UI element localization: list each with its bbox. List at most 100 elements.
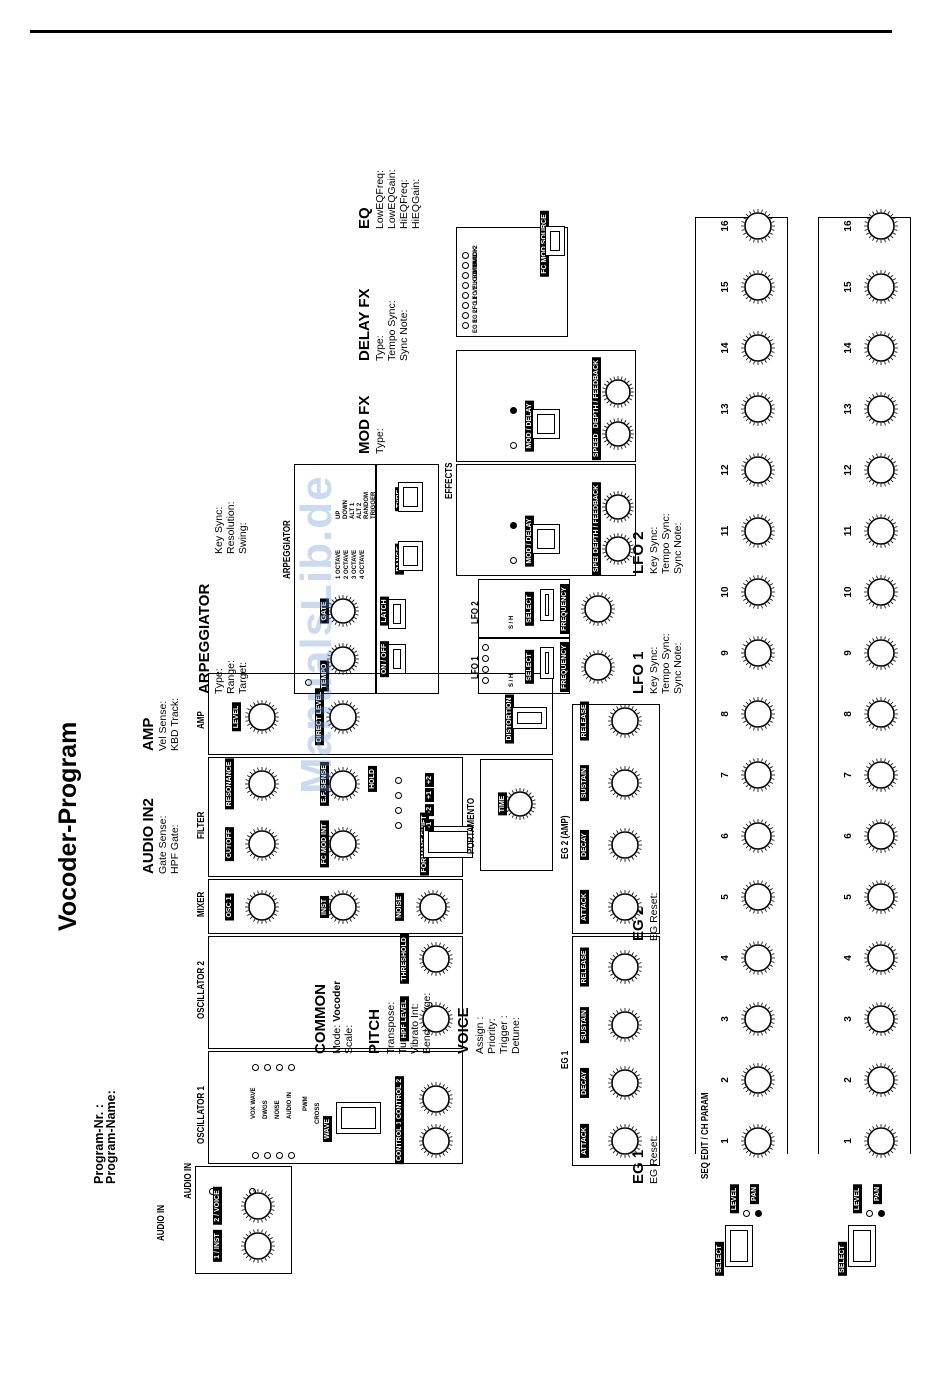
osc1-pwm-label: PWM: [303, 1096, 309, 1111]
ef-sense-knob[interactable]: [325, 766, 361, 802]
seq-step-knob[interactable]: [740, 1062, 776, 1098]
inst-knob[interactable]: [240, 1228, 276, 1264]
fx1-speed-knob[interactable]: [601, 532, 635, 566]
threshold-knob[interactable]: [418, 941, 454, 977]
arp-type-option: TRIGGER: [371, 491, 377, 519]
seq-step-knob[interactable]: [863, 635, 899, 671]
audio-in2-line: Gate Sense:: [157, 815, 169, 874]
mixer-osc1-knob[interactable]: [244, 889, 280, 925]
distortion-button[interactable]: [512, 707, 547, 729]
seq-step-knob[interactable]: [740, 635, 776, 671]
arp-range-button[interactable]: [398, 541, 423, 571]
seq-step-knob[interactable]: [740, 1001, 776, 1037]
seq-step-knob[interactable]: [740, 879, 776, 915]
lfo1-line: Sync Note:: [672, 642, 684, 694]
hpf-level-knob[interactable]: [418, 1001, 454, 1037]
amp-level-label: LEVEL: [232, 702, 241, 732]
lfo1-select-button[interactable]: [540, 647, 554, 679]
eg2-release-knob[interactable]: [607, 703, 643, 739]
seq-step-knob[interactable]: [740, 940, 776, 976]
lfo1-title: LFO 1: [470, 656, 481, 679]
control1-knob[interactable]: [418, 1123, 454, 1159]
fx1-button[interactable]: [532, 524, 560, 554]
arp-latch-button[interactable]: [388, 599, 406, 629]
eq-line: LowEQFreq:: [374, 170, 386, 229]
eg2-panel-title: EG 2 (AMP): [560, 815, 571, 859]
arp-gate-knob[interactable]: [326, 594, 360, 628]
portamento-time-knob[interactable]: [503, 787, 537, 821]
fc-mod-source-button[interactable]: [545, 226, 565, 256]
seq-step-knob[interactable]: [863, 208, 899, 244]
seq-step-knob[interactable]: [863, 879, 899, 915]
seq-step-knob[interactable]: [740, 696, 776, 732]
eg1-decay-knob[interactable]: [607, 1065, 643, 1101]
control2-knob[interactable]: [418, 1081, 454, 1117]
arp-onoff-button[interactable]: [388, 644, 406, 674]
seq-select-button[interactable]: [725, 1225, 753, 1267]
arp-type-button[interactable]: [398, 482, 423, 512]
seq-step-knob[interactable]: [863, 757, 899, 793]
seq-level-label: LEVEL: [730, 1184, 739, 1214]
eq-line: LowEQGain:: [386, 169, 398, 229]
eg1-panel-title: EG 1: [560, 1050, 571, 1069]
mixer-inst-knob[interactable]: [325, 889, 361, 925]
seq-step-knob[interactable]: [740, 269, 776, 305]
lfo1-frequency-knob[interactable]: [580, 649, 616, 685]
seq-step-knob[interactable]: [863, 940, 899, 976]
fx2-depth-knob[interactable]: [601, 375, 635, 409]
voice-knob[interactable]: [240, 1188, 276, 1224]
fx1-depth-knob[interactable]: [601, 490, 635, 524]
cutoff-knob[interactable]: [244, 826, 280, 862]
seq-step-knob[interactable]: [863, 513, 899, 549]
eg1-release-knob[interactable]: [607, 949, 643, 985]
seq-step-knob[interactable]: [740, 757, 776, 793]
seq-step-knob[interactable]: [740, 818, 776, 854]
arp-tempo-knob[interactable]: [326, 642, 360, 676]
lfo2-line: Sync Note:: [672, 522, 684, 574]
seq-select-button[interactable]: [848, 1225, 876, 1267]
seq-step-knob[interactable]: [863, 452, 899, 488]
fx2-speed-knob[interactable]: [601, 417, 635, 451]
lfo2-frequency-knob[interactable]: [580, 591, 616, 627]
seq-step-knob[interactable]: [863, 330, 899, 366]
osc1-wave-button[interactable]: [336, 1102, 381, 1134]
seq-step-knob[interactable]: [863, 1001, 899, 1037]
fc-mod-int-knob[interactable]: [325, 826, 361, 862]
seq-step-knob[interactable]: [740, 1123, 776, 1159]
eg2-attack-knob[interactable]: [607, 889, 643, 925]
mixer-noise-knob[interactable]: [415, 889, 451, 925]
eg2-sustain-label: SUSTAIN: [580, 764, 589, 802]
seq-step-knob[interactable]: [863, 574, 899, 610]
seq-step-knob[interactable]: [863, 391, 899, 427]
seq-step-knob[interactable]: [740, 452, 776, 488]
amp-level-knob[interactable]: [244, 699, 280, 735]
eg2-sustain-knob[interactable]: [607, 765, 643, 801]
delayfx-line: Sync Note:: [398, 309, 410, 361]
seq-step-number: 6: [720, 833, 731, 839]
seq-step-knob[interactable]: [863, 269, 899, 305]
eg2-decay-knob[interactable]: [607, 827, 643, 863]
fx2-led-on: [510, 407, 517, 414]
seq-step-knob[interactable]: [740, 574, 776, 610]
fc-source-label: MIDI 2: [473, 245, 479, 263]
seq-step-knob[interactable]: [740, 391, 776, 427]
seq-step-number: 11: [843, 525, 854, 537]
effects-title: EFFECTS: [444, 462, 455, 499]
seq-step-knob[interactable]: [740, 208, 776, 244]
direct-level-knob[interactable]: [325, 699, 361, 735]
seq-step-knob[interactable]: [863, 818, 899, 854]
eg1-attack-knob[interactable]: [607, 1123, 643, 1159]
seq-pan-led: [755, 1210, 762, 1217]
fx2-button[interactable]: [532, 409, 560, 439]
resonance-knob[interactable]: [244, 766, 280, 802]
seq-step-knob[interactable]: [740, 513, 776, 549]
seq-step-knob[interactable]: [740, 330, 776, 366]
seq-pan-label: PAN: [750, 1183, 759, 1205]
eg1-sustain-knob[interactable]: [607, 1007, 643, 1043]
seq-step-knob[interactable]: [863, 696, 899, 732]
seq-step-knob[interactable]: [863, 1123, 899, 1159]
seq-step-number: 1: [720, 1138, 731, 1144]
seq-step-knob[interactable]: [863, 1062, 899, 1098]
lfo2-select-button[interactable]: [540, 589, 554, 621]
